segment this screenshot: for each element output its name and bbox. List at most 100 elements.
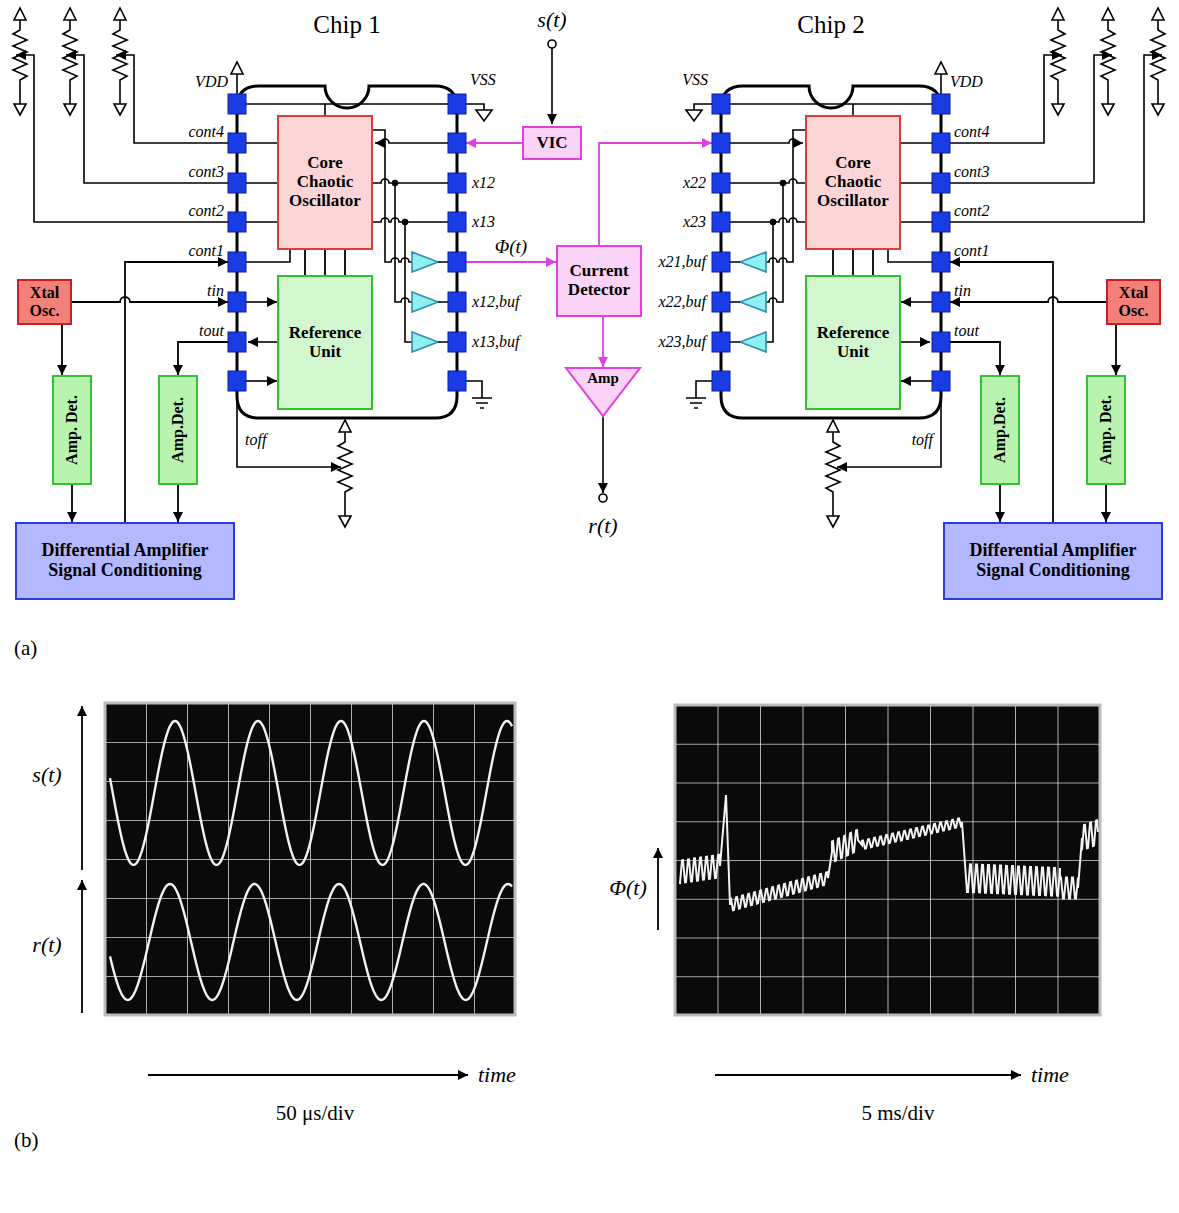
oscilloscope-grid: [675, 705, 1100, 1015]
box-label: Amp. Det.: [1097, 395, 1115, 465]
clock-wire: [248, 341, 277, 343]
oscillator-box: Core Chaotic Oscillator: [805, 115, 901, 250]
oscilloscope-screen: [675, 705, 1100, 1015]
chip-wiring: [13, 8, 492, 527]
box-label: Differential Amplifier Signal Conditioni…: [23, 541, 227, 581]
oscilloscope-grid: [105, 703, 515, 1015]
pin-label: x21,buf: [658, 253, 706, 271]
potentiometer-symbol: [63, 8, 77, 115]
pin-label: toff: [912, 431, 933, 449]
box-label: Reference Unit: [810, 324, 896, 361]
pin-label: cont2: [954, 202, 990, 220]
chip-pin: [932, 212, 950, 232]
connector: [72, 297, 228, 302]
pin-label: VDD: [950, 73, 983, 91]
chip-pin: [228, 133, 246, 153]
reference-unit-box: Reference Unit: [805, 275, 901, 410]
chip-pin: [932, 133, 950, 153]
connector: [999, 485, 1001, 522]
waveform-trace: [110, 884, 512, 1000]
terminal: [599, 494, 607, 502]
differential-amplifier-box: Differential Amplifier Signal Conditioni…: [15, 522, 235, 600]
input-wire: [375, 139, 448, 143]
chip-pin: [712, 252, 730, 272]
chip-pin: [448, 212, 466, 232]
box-label: Amp. Det.: [63, 395, 81, 465]
pin-label: tout: [954, 322, 979, 340]
chip-pin: [712, 371, 730, 391]
signal-label: s(t): [537, 7, 566, 32]
chip-title: Chip 1: [237, 10, 457, 40]
supply-symbol: [231, 62, 243, 74]
chip-pin: [228, 212, 246, 232]
chip-pin: [228, 332, 246, 352]
junction-dot: [393, 181, 398, 186]
chip-pin: [228, 94, 246, 114]
wiper-wire: [116, 55, 228, 143]
axis-arrow: [715, 1074, 1021, 1076]
pin-label: VSS: [682, 71, 708, 89]
terminal: [548, 40, 556, 48]
oscillator-box: Core Chaotic Oscillator: [277, 115, 373, 250]
buffer-symbol: [412, 332, 438, 352]
pin-label: cont1: [188, 242, 224, 260]
amplitude-detector-box: Amp.Det.: [980, 375, 1020, 485]
pin-label: tout: [199, 322, 224, 340]
pin-label: x12: [472, 174, 495, 192]
connector: [602, 317, 604, 367]
crystal-oscillator-box: Xtal Osc.: [1106, 279, 1161, 325]
chip-body: [237, 86, 457, 418]
box-label: Xtal Osc.: [22, 284, 67, 319]
box-label: Current Detector: [561, 262, 637, 299]
amplitude-detector-box: Amp. Det.: [1086, 375, 1126, 485]
chip-pin: [448, 94, 466, 114]
interface-box: Current Detector: [556, 245, 642, 317]
chip-pin: [448, 133, 466, 153]
differential-amplifier-box: Differential Amplifier Signal Conditioni…: [943, 522, 1163, 600]
chip-pin: [448, 252, 466, 272]
input-wire: [551, 48, 553, 124]
junction-dot: [403, 220, 408, 225]
connector: [178, 342, 228, 375]
chip-pin: [932, 332, 950, 352]
oscilloscope-frame: [675, 705, 1100, 1015]
connector: [71, 485, 73, 522]
chip-pin: [932, 173, 950, 193]
connector: [61, 325, 63, 375]
amplitude-detector-box: Amp. Det.: [52, 375, 92, 485]
connector: [125, 262, 228, 522]
box-label: Amp.Det.: [991, 397, 1009, 463]
supply-wire: [236, 74, 238, 94]
waveform-trace: [679, 795, 1098, 910]
amplifier-triangle: Amp: [565, 367, 641, 417]
wiper-wire: [16, 55, 228, 222]
connector: [599, 143, 712, 245]
signal-label: Φ(t): [493, 237, 529, 258]
connector: [305, 250, 345, 275]
buffer-symbol: [412, 252, 438, 272]
caption-text: (b): [14, 1128, 39, 1152]
oscilloscope-screen: [105, 703, 515, 1015]
amplitude-detector-box: Amp.Det.: [158, 375, 198, 485]
buffer-wire: [438, 262, 448, 342]
oscilloscope-frame: [105, 703, 515, 1015]
clock-wire: [246, 301, 277, 303]
ground-symbol: [466, 381, 492, 408]
pin-label: cont4: [188, 123, 224, 141]
chip-pin: [448, 371, 466, 391]
pin-label: cont2: [188, 202, 224, 220]
box-label: Amp: [565, 370, 641, 387]
box-label: VIC: [536, 134, 567, 153]
wiper-wire: [66, 55, 228, 183]
output-wire: [602, 417, 604, 493]
pin-label: x13,buf: [472, 333, 520, 351]
caption-text: 50 μs/div: [276, 1101, 354, 1125]
connector: [1105, 485, 1107, 522]
pin-label: VSS: [470, 71, 496, 89]
chip-pin: [932, 371, 950, 391]
connector: [950, 262, 1053, 522]
pin-label: x22,buf: [658, 293, 706, 311]
potentiometer-symbol: [338, 420, 352, 527]
